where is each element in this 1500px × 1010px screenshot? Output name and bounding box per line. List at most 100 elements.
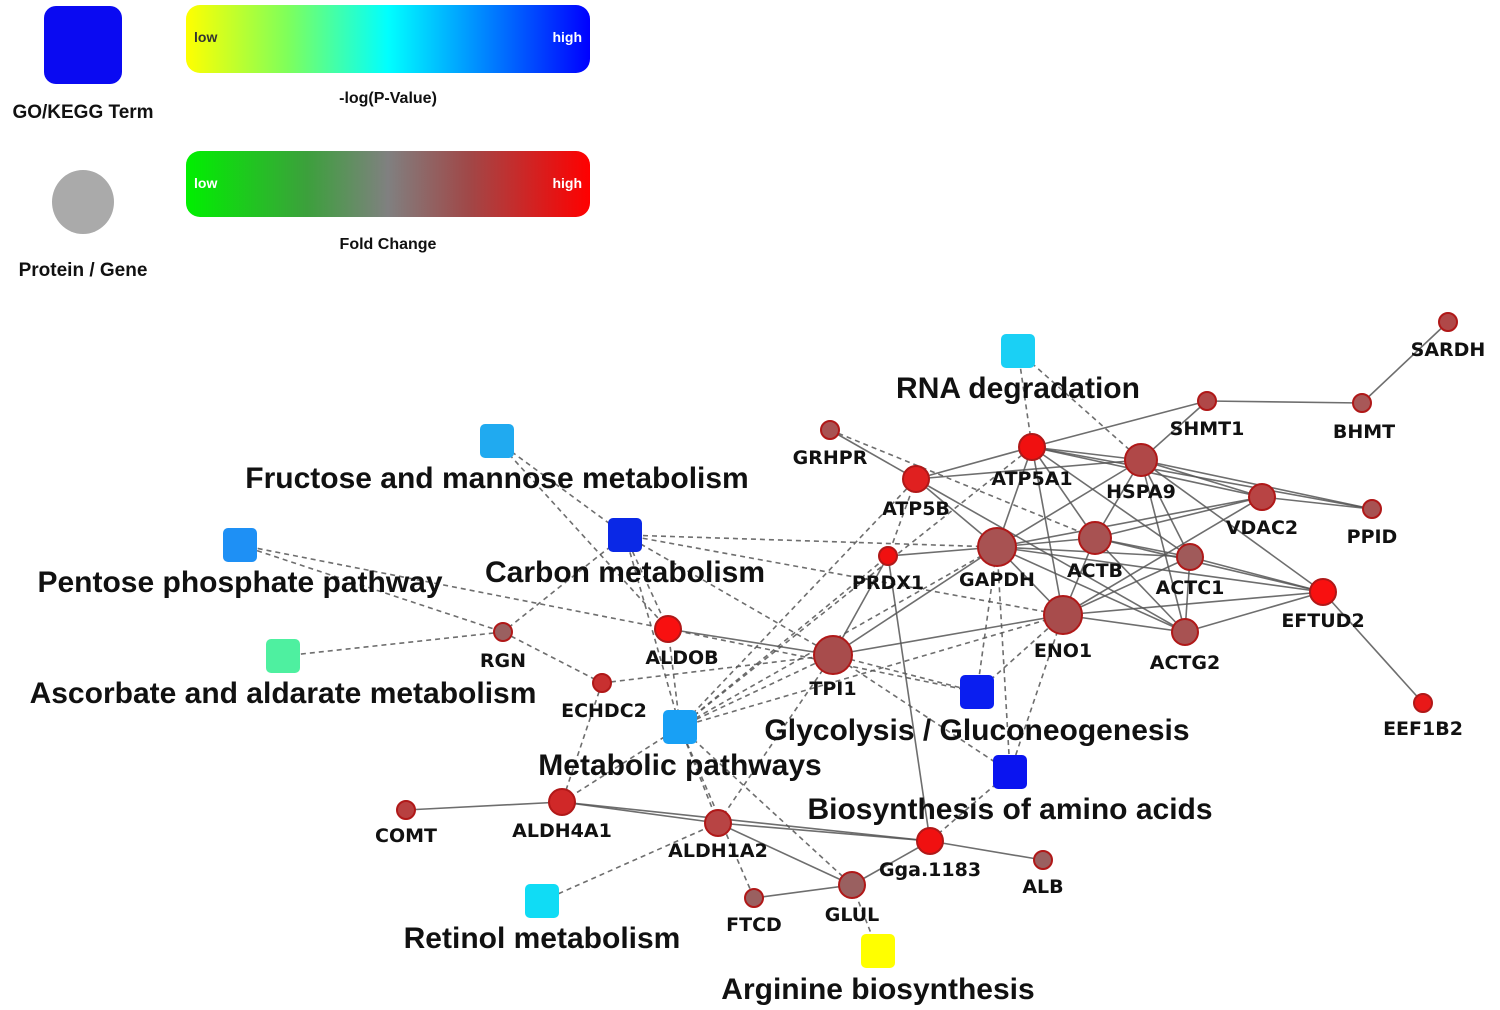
term-node-fructose[interactable]	[480, 424, 514, 458]
term-label-ascorbate: Ascorbate and aldarate metabolism	[30, 677, 537, 710]
term-label-rna_deg: RNA degradation	[896, 372, 1140, 405]
edge-GAPDH-ACTG2	[996, 546, 1186, 633]
term-node-metabolic[interactable]	[663, 710, 697, 744]
gene-node-ALDH1A2[interactable]	[704, 809, 732, 837]
edge-ACTC1-ENO1	[1062, 556, 1191, 616]
term-node-rna_deg[interactable]	[1001, 334, 1035, 368]
edge-ascorbate-RGN	[282, 631, 504, 657]
gene-node-ENO1[interactable]	[1043, 595, 1083, 635]
gene-label-VDAC2: VDAC2	[1226, 517, 1298, 539]
edge-BHMT-SHMT1	[1206, 400, 1363, 404]
legend-gene-label: Protein / Gene	[18, 260, 148, 281]
term-node-pentose[interactable]	[223, 528, 257, 562]
gene-node-PRDX1[interactable]	[878, 546, 898, 566]
gene-node-GRHPR[interactable]	[820, 420, 840, 440]
edge-metabolic-GLUL	[679, 726, 853, 886]
gene-node-ATP5A1[interactable]	[1018, 433, 1046, 461]
edge-metabolic-TPI1	[679, 654, 834, 728]
gene-label-ACTC1: ACTC1	[1156, 577, 1225, 599]
edge-rna_deg-HSPA9	[1017, 350, 1142, 461]
pvalue-bar-title: -log(P-Value)	[339, 90, 437, 107]
term-node-ascorbate[interactable]	[266, 639, 300, 673]
edge-Gga1183-ALB	[929, 840, 1044, 861]
gene-label-COMT: COMT	[375, 825, 437, 847]
edge-SARDH-BHMT	[1361, 321, 1449, 404]
gene-node-TPI1[interactable]	[813, 635, 853, 675]
term-label-carbon: Carbon metabolism	[485, 556, 765, 589]
gene-node-ECHDC2[interactable]	[592, 673, 612, 693]
protein-gene-swatch-icon	[52, 170, 114, 234]
gene-node-HSPA9[interactable]	[1124, 443, 1158, 477]
edge-VDAC2-ACTB	[1094, 496, 1263, 539]
gene-node-ALDH4A1[interactable]	[548, 788, 576, 816]
edge-biosynth-GAPDH	[996, 546, 1011, 773]
edge-FTCD-GLUL	[753, 884, 853, 899]
edge-ATP5B-ACTG2	[915, 478, 1186, 633]
edge-biosynth-ENO1	[1009, 614, 1064, 773]
pvalue-gradient-bar: low high	[186, 5, 590, 73]
fold-high-label: high	[552, 175, 582, 191]
edge-ECHDC2-TPI1	[601, 654, 834, 684]
edges-layer	[239, 321, 1449, 952]
edge-GRHPR-ATP5B	[829, 429, 917, 480]
gene-node-EEF1B2[interactable]	[1413, 693, 1433, 713]
gene-node-PPID[interactable]	[1362, 499, 1382, 519]
edge-ATP5A1-HSPA9	[1031, 446, 1142, 461]
edge-metabolic-ATP5B	[679, 478, 917, 728]
gene-node-BHMT[interactable]	[1352, 393, 1372, 413]
term-label-retinol: Retinol metabolism	[404, 922, 681, 955]
term-node-arginine[interactable]	[861, 934, 895, 968]
gene-label-FTCD: FTCD	[726, 914, 782, 936]
gene-label-ACTB: ACTB	[1067, 560, 1123, 582]
pvalue-high-label: high	[552, 29, 582, 45]
gene-label-HSPA9: HSPA9	[1106, 481, 1176, 503]
edge-RGN-ECHDC2	[502, 631, 603, 684]
edge-ENO1-TPI1	[832, 614, 1064, 656]
edge-TPI1-ALDOB	[667, 628, 834, 656]
gene-label-ALDOB: ALDOB	[645, 647, 718, 669]
gene-label-EFTUD2: EFTUD2	[1281, 610, 1364, 632]
gene-label-ALDH1A2: ALDH1A2	[668, 840, 768, 862]
fold-change-gradient-bar: low high	[186, 151, 590, 217]
gene-label-PPID: PPID	[1347, 526, 1398, 548]
edge-COMT-ALDH4A1	[405, 801, 563, 811]
term-node-retinol[interactable]	[525, 884, 559, 918]
gene-node-ALDOB[interactable]	[654, 615, 682, 643]
gene-label-GRHPR: GRHPR	[793, 447, 868, 469]
edge-SHMT1-ATP5A1	[1031, 400, 1208, 448]
term-node-carbon[interactable]	[608, 518, 642, 552]
gene-node-VDAC2[interactable]	[1248, 483, 1276, 511]
gene-node-COMT[interactable]	[396, 800, 416, 820]
gene-node-GLUL[interactable]	[838, 871, 866, 899]
gene-node-ATP5B[interactable]	[902, 465, 930, 493]
term-label-arginine: Arginine biosynthesis	[721, 973, 1034, 1006]
term-node-biosynth[interactable]	[993, 755, 1027, 789]
term-node-glycolysis[interactable]	[960, 675, 994, 709]
term-label-biosynth: Biosynthesis of amino acids	[807, 793, 1212, 826]
gene-node-ACTC1[interactable]	[1176, 543, 1204, 571]
gene-node-GAPDH[interactable]	[977, 527, 1017, 567]
nodes-layer	[223, 312, 1458, 968]
edge-carbon-RGN	[502, 534, 626, 633]
gene-node-ALB[interactable]	[1033, 850, 1053, 870]
edge-HSPA9-VDAC2	[1140, 459, 1263, 498]
fold-bar-title: Fold Change	[339, 236, 437, 253]
gene-label-ENO1: ENO1	[1034, 640, 1092, 662]
gene-node-EFTUD2[interactable]	[1309, 578, 1337, 606]
gene-label-SARDH: SARDH	[1411, 339, 1486, 361]
edge-GRHPR-ACTB	[829, 429, 1096, 539]
term-label-metabolic: Metabolic pathways	[538, 749, 821, 782]
edge-ATP5A1-ACTC1	[1031, 446, 1191, 558]
gene-node-Gga1183[interactable]	[916, 827, 944, 855]
gene-node-SARDH[interactable]	[1438, 312, 1458, 332]
gene-node-ACTB[interactable]	[1078, 521, 1112, 555]
edge-HSPA9-ACTG2	[1140, 459, 1186, 633]
gene-node-FTCD[interactable]	[744, 888, 764, 908]
gene-node-RGN[interactable]	[493, 622, 513, 642]
term-label-glycolysis: Glycolysis / Gluconeogenesis	[764, 714, 1189, 747]
edge-rna_deg-ATP5A1	[1017, 350, 1033, 448]
gene-node-ACTG2[interactable]	[1171, 618, 1199, 646]
gene-label-ATP5A1: ATP5A1	[991, 468, 1072, 490]
gene-node-SHMT1[interactable]	[1197, 391, 1217, 411]
